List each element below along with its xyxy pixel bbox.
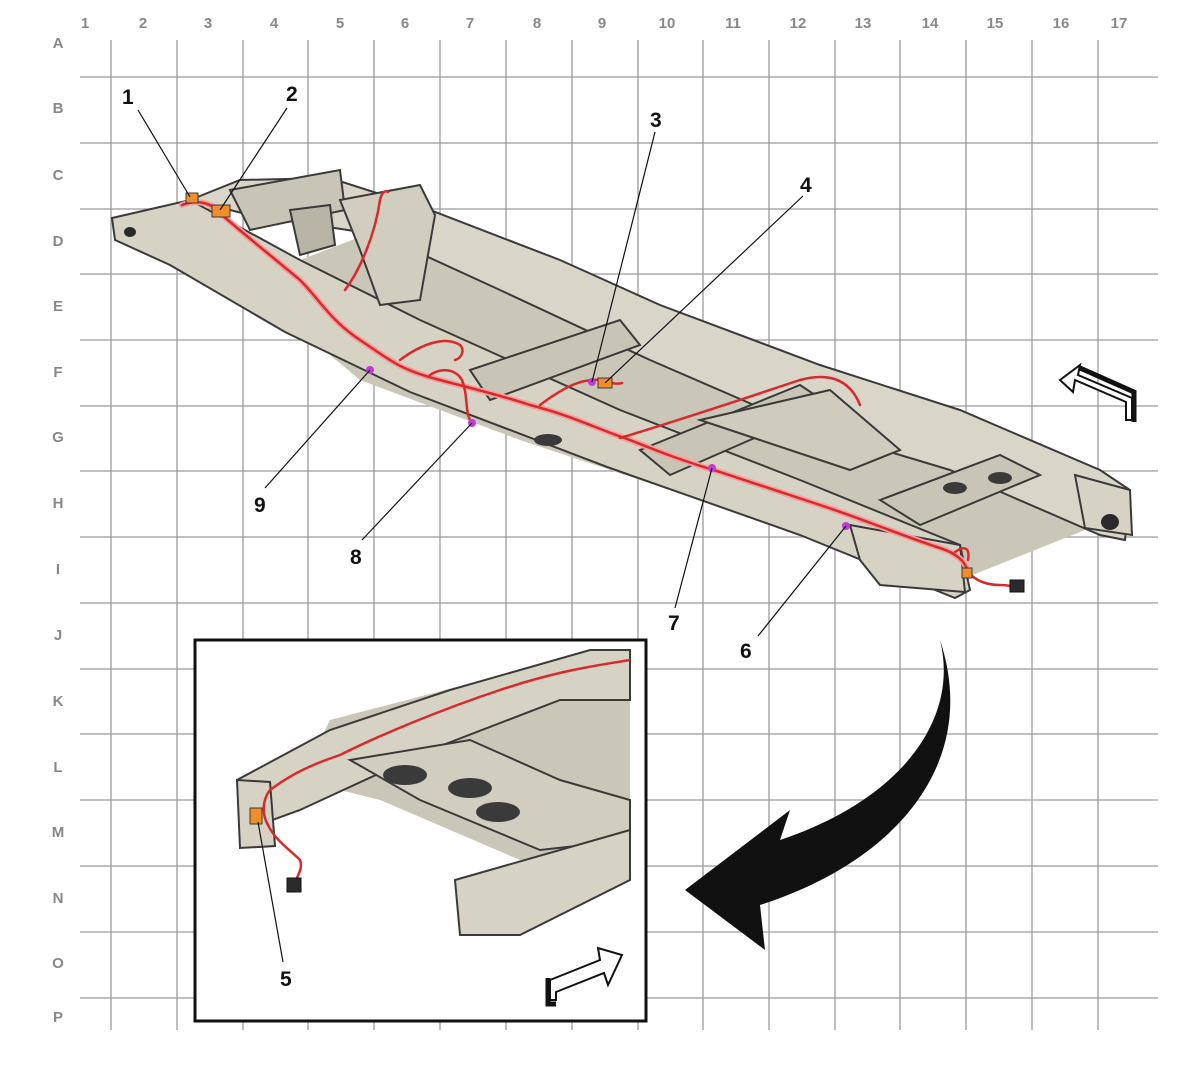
inset-connector-plug <box>286 877 302 893</box>
callout-4: 4 <box>800 174 812 197</box>
frame-hole <box>124 227 136 237</box>
grid-row-label: O <box>52 955 64 972</box>
callout-leader-lines <box>137 107 847 963</box>
grid-column-label: 6 <box>401 15 409 32</box>
grid-column-label: 8 <box>533 15 541 32</box>
grid-column-label: 5 <box>336 15 344 32</box>
grid-column-label: 1 <box>81 15 89 32</box>
frame-front-tower <box>288 203 337 257</box>
grid-column-label: 12 <box>790 15 807 32</box>
leader-9 <box>264 369 371 489</box>
grid-column-label: 17 <box>1111 15 1128 32</box>
grid-row-label: J <box>54 627 62 644</box>
frame-crossmember-x <box>696 388 902 472</box>
frame-hole <box>943 482 967 494</box>
grid-column-label: 3 <box>204 15 212 32</box>
grid-column-label: 2 <box>139 15 147 32</box>
harness-trunk <box>180 200 970 574</box>
frame-floor-area <box>300 210 1110 580</box>
connector-2 <box>211 204 231 218</box>
leader-2 <box>219 107 288 211</box>
callout-2: 2 <box>286 83 298 106</box>
callout-8: 8 <box>350 546 362 569</box>
grid-column-label: 9 <box>598 15 606 32</box>
grid-row-label: N <box>53 890 64 907</box>
callout-7: 7 <box>668 612 680 635</box>
grid-row-label: E <box>53 298 63 315</box>
wiring-harness-main <box>179 190 1017 590</box>
grid-row-label: G <box>52 429 64 446</box>
callout-3: 3 <box>650 109 662 132</box>
harness-tail <box>966 570 1017 590</box>
frame-hole <box>988 472 1012 484</box>
callout-9: 9 <box>254 494 266 517</box>
grid-row-label: B <box>53 100 64 117</box>
grid-row-label: P <box>53 1009 63 1026</box>
grid-column-label: 16 <box>1053 15 1070 32</box>
inset-lower-rail <box>453 828 631 936</box>
callout-6: 6 <box>740 640 752 663</box>
inset-harness <box>262 658 631 883</box>
leader-8 <box>361 422 473 541</box>
rear-direction-arrow-icon <box>545 946 624 1007</box>
leader-7 <box>674 467 713 609</box>
connector-6 <box>961 567 973 579</box>
vehicle-frame <box>110 168 1134 600</box>
leader-5 <box>257 821 284 963</box>
grid-column-label: 14 <box>922 15 939 32</box>
harness-branch-loop2 <box>428 369 472 422</box>
grid-row-label: A <box>53 35 64 52</box>
grid-column-label: 7 <box>466 15 474 32</box>
inset-hole <box>448 778 492 798</box>
front-direction-arrow-icon <box>1058 362 1137 422</box>
inset-hole <box>383 765 427 785</box>
inset-hole <box>476 802 520 822</box>
inset-crossmember <box>347 738 631 852</box>
harness-branch-loop <box>398 339 464 362</box>
inset-detail-view <box>193 638 648 1023</box>
leader-1 <box>137 109 191 198</box>
grid-row-label: H <box>53 495 64 512</box>
grid-column-label: 4 <box>270 15 279 32</box>
frame-hole <box>534 434 562 446</box>
connector-1 <box>185 192 199 204</box>
harness-branch-front <box>343 190 390 292</box>
grid-column-label: 11 <box>725 15 741 32</box>
frame-left-rail <box>110 198 972 600</box>
grid-column-label: 15 <box>987 15 1004 32</box>
inset-connector-5 <box>249 807 263 825</box>
grid-row-labels: A B C D E F G H I J K L M N O P <box>52 35 65 1026</box>
view-transition-arrow-icon <box>685 640 951 950</box>
connector-rear-plug <box>1009 579 1025 593</box>
harness-tail-loop <box>953 547 970 562</box>
grid-column-label: 13 <box>855 15 872 32</box>
grid-row-label: C <box>53 167 64 184</box>
leader-4 <box>604 195 804 384</box>
frame-front-bracket <box>338 183 437 307</box>
frame-rear-bumper-mount <box>848 523 967 594</box>
grid-row-label: F <box>53 364 62 381</box>
inset-left-rail <box>235 649 631 832</box>
grid-row-label: K <box>53 693 64 710</box>
callout-1: 1 <box>122 86 134 109</box>
grid-column-label: 10 <box>659 15 676 32</box>
callout-numbers: 1 2 3 4 5 6 7 8 9 <box>122 83 812 991</box>
frame-hole <box>1101 514 1119 530</box>
grid-row-label: L <box>53 759 62 776</box>
grid-row-label: D <box>53 233 64 250</box>
grid-row-label: I <box>56 561 60 578</box>
harness-branch-rear-upper <box>618 375 862 440</box>
callout-5: 5 <box>280 968 292 991</box>
leader-3 <box>591 131 656 383</box>
grid-row-label: M <box>52 824 65 841</box>
leader-6 <box>757 525 847 637</box>
